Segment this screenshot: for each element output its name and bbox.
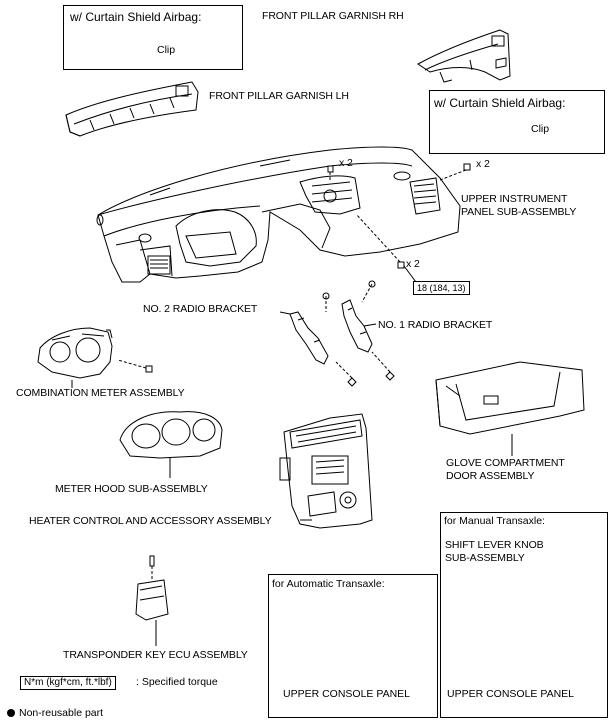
front-pillar-garnish-lh-label: FRONT PILLAR GARNISH LH (209, 90, 349, 102)
front-pillar-garnish-lh-drawing (65, 81, 199, 137)
transponder-ecu-drawing (135, 555, 169, 646)
bolt-quantity-label: x 2 (339, 157, 353, 169)
upper-console-panel-label: UPPER CONSOLE PANEL (283, 688, 411, 700)
torque-legend-description: : Specified torque (136, 676, 218, 688)
curtain-airbag-callout-2: w/ Curtain Shield Airbag: Clip (429, 90, 605, 154)
meter-hood-drawing (119, 411, 223, 478)
bolt-quantity-label: x 2 (476, 158, 490, 170)
upper-instrument-panel-drawing (96, 146, 461, 283)
torque-spec-box: 18 (184, 13) (413, 281, 470, 295)
meter-hood-label: METER HOOD SUB-ASSEMBLY (55, 483, 208, 495)
bolt-quantity-label: x 2 (406, 258, 420, 270)
automatic-transaxle-callout: for Automatic Transaxle: UPPER CONSOLE P… (268, 574, 438, 718)
no1-radio-bracket-label: NO. 1 RADIO BRACKET (378, 319, 493, 331)
upper-instrument-panel-label-1: UPPER INSTRUMENT (461, 193, 568, 205)
manual-transaxle-callout: for Manual Transaxle: SHIFT LEVER KNOB S… (440, 512, 608, 718)
clip-label: Clip (531, 123, 550, 135)
combination-meter-drawing (37, 327, 153, 388)
callout-title: w/ Curtain Shield Airbag: (434, 96, 566, 110)
dash-bolts (327, 163, 471, 283)
front-pillar-garnish-rh-drawing (417, 29, 511, 83)
no2-radio-bracket-label: NO. 2 RADIO BRACKET (143, 303, 258, 315)
heater-control-drawing (279, 413, 373, 529)
glove-compartment-drawing (435, 361, 585, 456)
curtain-airbag-callout-1: w/ Curtain Shield Airbag: Clip (63, 5, 243, 70)
non-reusable-legend: Non-reusable part (19, 707, 104, 719)
glove-compartment-label-1: GLOVE COMPARTMENT (446, 457, 565, 469)
shift-lever-knob-label-2: SUB-ASSEMBLY (445, 552, 525, 564)
glove-compartment-label-2: DOOR ASSEMBLY (446, 470, 535, 482)
clip-label: Clip (157, 44, 176, 56)
heater-control-label: HEATER CONTROL AND ACCESSORY ASSEMBLY (29, 515, 272, 527)
upper-instrument-panel-label-2: PANEL SUB-ASSEMBLY (461, 206, 577, 218)
callout-title: w/ Curtain Shield Airbag: (70, 10, 202, 24)
upper-console-panel-label: UPPER CONSOLE PANEL (447, 688, 575, 700)
callout-title: for Manual Transaxle: (444, 515, 545, 527)
combination-meter-label: COMBINATION METER ASSEMBLY (16, 387, 185, 399)
front-pillar-garnish-rh-label: FRONT PILLAR GARNISH RH (262, 10, 404, 22)
torque-unit-legend: N*m (kgf*cm, ft.*lbf) (20, 676, 116, 690)
callout-title: for Automatic Transaxle: (272, 578, 385, 590)
shift-lever-knob-label-1: SHIFT LEVER KNOB (445, 539, 544, 551)
radio-brackets-drawing (279, 280, 395, 387)
transponder-ecu-label: TRANSPONDER KEY ECU ASSEMBLY (63, 649, 248, 661)
